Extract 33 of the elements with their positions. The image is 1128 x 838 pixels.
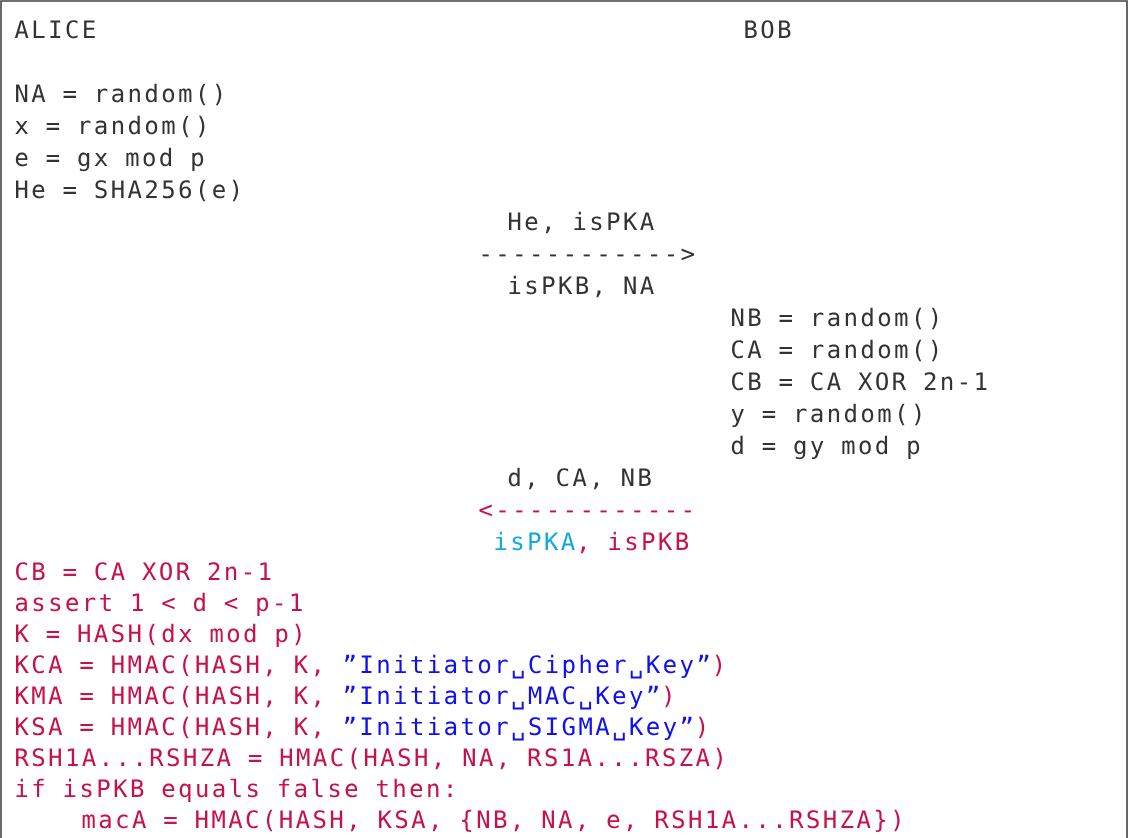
code-line: CB = CA XOR 2n-1 [16,562,271,581]
code-line: RSH1A...RSHZA = HMAC(HASH, NA, RS1A...RSZA) [16,747,722,770]
code-line: KCA = HMAC(HASH, K, [16,654,320,677]
message-text: isPKA [495,531,575,551]
code-line: KSA = HMAC(HASH, K, [16,716,320,739]
code-line: He = SHA256(e) [16,179,239,202]
code-line: d = gy mod p [731,435,920,460]
code-line: KMA = HMAC(HASH, K, [16,685,320,708]
code-line: y = random() [731,403,921,427]
message-text: He, isPKA [509,211,654,234]
code-line: x = random() [15,115,205,138]
code-line: ) [715,654,722,677]
code-line: macA = HMAC(HASH, KSA, {NB, NA, e, RSH1A...RSHZA}) [82,809,900,832]
code-line: ) [698,716,705,739]
code-line: if isPKB equals false then: [16,778,452,803]
message-arrow: <------------ [479,504,691,517]
code-line: CA = random() [732,339,938,362]
code-line: CB = CA XOR 2n-1 [732,372,987,391]
string-literal: ”Initiator␣Cipher␣Key” [345,654,709,679]
message-text: d, CA, NB [508,467,651,490]
message-arrow: ------------> [482,248,694,261]
party-name: BOB [745,20,791,39]
code-line: NA = random() [16,83,222,106]
string-literal: ”Initiator␣SIGMA␣Key” [345,716,692,741]
code-line: e = gx mod p [15,147,204,172]
code-line: NB = random() [732,307,938,330]
code-line: assert 1 < d < p-1 [16,592,302,616]
code-line: K = HASH(dx mod p) [16,623,301,647]
message-text: , isPKB [580,531,689,554]
party-name: ALICE [14,20,95,39]
code-line: ) [665,685,671,708]
message-text: isPKB, NA [509,275,654,298]
string-literal: ”Initiator␣MAC␣Key” [345,685,658,710]
